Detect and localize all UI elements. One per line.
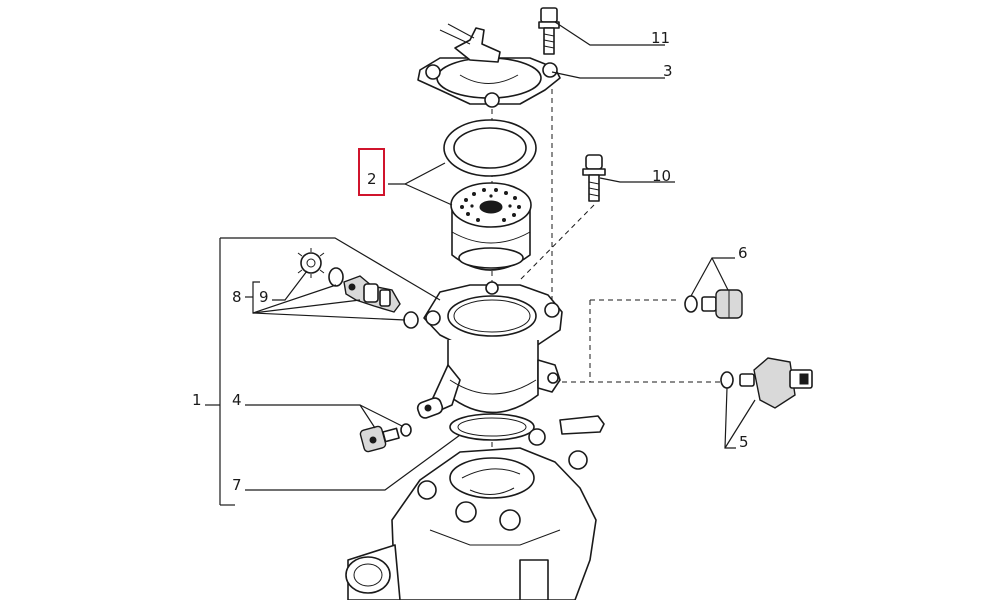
bleed-plug-part — [684, 289, 743, 319]
water-sensor-part — [720, 357, 813, 409]
callout-label-8: 8 — [232, 288, 242, 306]
callout-label-10: 10 — [652, 167, 671, 185]
banjo-fitting-part — [343, 275, 401, 313]
callout-labels: 11 3 10 2 1 8 9 4 7 6 5 — [192, 29, 749, 494]
lock-washer-part — [297, 248, 325, 278]
callout-label-9: 9 — [259, 288, 269, 306]
side-bolt-part — [582, 154, 606, 202]
cartridge-perforations — [460, 188, 521, 222]
callout-label-6: 6 — [738, 244, 748, 262]
callout-label-5: 5 — [739, 433, 749, 451]
highlight-box-callout-2 — [358, 148, 385, 196]
assembly-guide-lines — [491, 80, 720, 455]
cover-bolt-part — [538, 7, 560, 55]
filter-cover-part — [417, 23, 561, 108]
drain-plug-part — [359, 423, 412, 453]
housing-seal-part — [449, 413, 535, 441]
leader-lines — [205, 21, 756, 506]
callout-label-4: 4 — [232, 391, 242, 409]
filter-seal-ring-part — [443, 119, 537, 177]
callout-label-1: 1 — [192, 391, 202, 409]
callout-label-7: 7 — [232, 476, 242, 494]
callout-label-3: 3 — [663, 62, 673, 80]
filter-cartridge-part — [450, 182, 532, 271]
filter-housing-part — [416, 281, 563, 419]
callout-label-2: 2 — [367, 170, 377, 188]
banjo-o-ring-part — [328, 267, 419, 329]
engine-block-part — [345, 415, 605, 600]
callout-label-11: 11 — [651, 29, 670, 47]
